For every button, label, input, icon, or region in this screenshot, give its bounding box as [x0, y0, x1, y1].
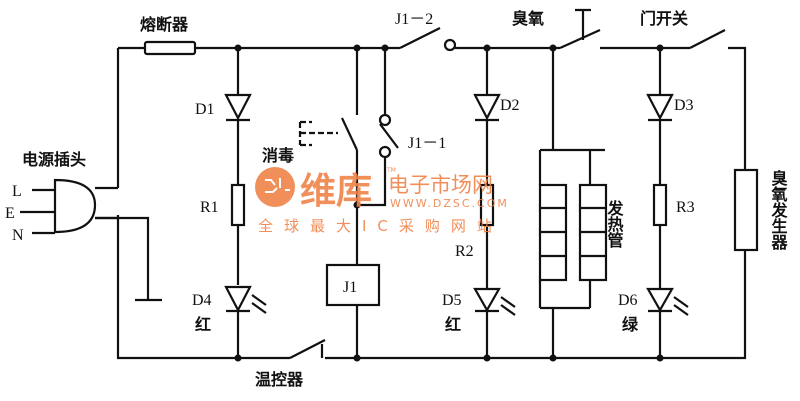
d5-color-label: 红	[445, 315, 461, 334]
ozone-generator-label: 臭氧发生器	[769, 169, 789, 251]
r2-label: R2	[455, 243, 474, 260]
j1-label: J1	[343, 279, 357, 296]
heater-label: 发热管	[605, 199, 625, 249]
disinfect-label: 消毒	[262, 146, 294, 165]
column-heater	[538, 8, 608, 358]
wires	[95, 46, 747, 360]
watermark-logo: 维库 TM 电子市场网 WWW.DZSC.COM 全球最大IC采购网站	[255, 167, 509, 235]
column-d2-r2-d5	[473, 48, 516, 358]
fuse	[143, 40, 197, 56]
d2-label: D2	[500, 97, 520, 114]
watermark-site: 电子市场网	[388, 173, 493, 197]
d4-label: D4	[192, 292, 212, 309]
d1-label: D1	[195, 101, 215, 118]
fuse-label: 熔断器	[140, 15, 189, 34]
d5-label: D5	[442, 292, 462, 309]
column-relay	[298, 27, 457, 358]
d6-color-label: 绿	[622, 315, 639, 334]
power-plug	[20, 178, 97, 235]
door-switch-label: 门开关	[640, 9, 688, 28]
plug-l-label: L	[12, 183, 22, 200]
j1-2-label: J1－2	[395, 11, 433, 28]
column-d3-r3-d6	[646, 29, 759, 358]
r3-label: R3	[676, 199, 695, 216]
thermostat-label: 温控器	[254, 370, 304, 389]
ozone-switch-label: 臭氧	[512, 9, 544, 28]
plug-label: 电源插头	[22, 150, 86, 169]
column-d1-r1-d4	[224, 48, 267, 358]
d4-color-label: 红	[195, 315, 211, 334]
plug-n-label: N	[12, 227, 24, 244]
j1-1-label: J1－1	[408, 135, 446, 152]
d3-label: D3	[674, 97, 694, 114]
watermark-tm: TM	[386, 167, 396, 174]
junctions	[234, 44, 664, 362]
watermark-slogan: 全球最大IC采购网站	[258, 217, 503, 235]
thermostat-switch	[289, 339, 326, 359]
d6-label: D6	[618, 292, 638, 309]
r1-label: R1	[200, 199, 219, 216]
plug-e-label: E	[5, 205, 15, 222]
watermark-brand: 维库	[300, 171, 372, 212]
watermark-url: WWW.DZSC.COM	[390, 197, 509, 210]
